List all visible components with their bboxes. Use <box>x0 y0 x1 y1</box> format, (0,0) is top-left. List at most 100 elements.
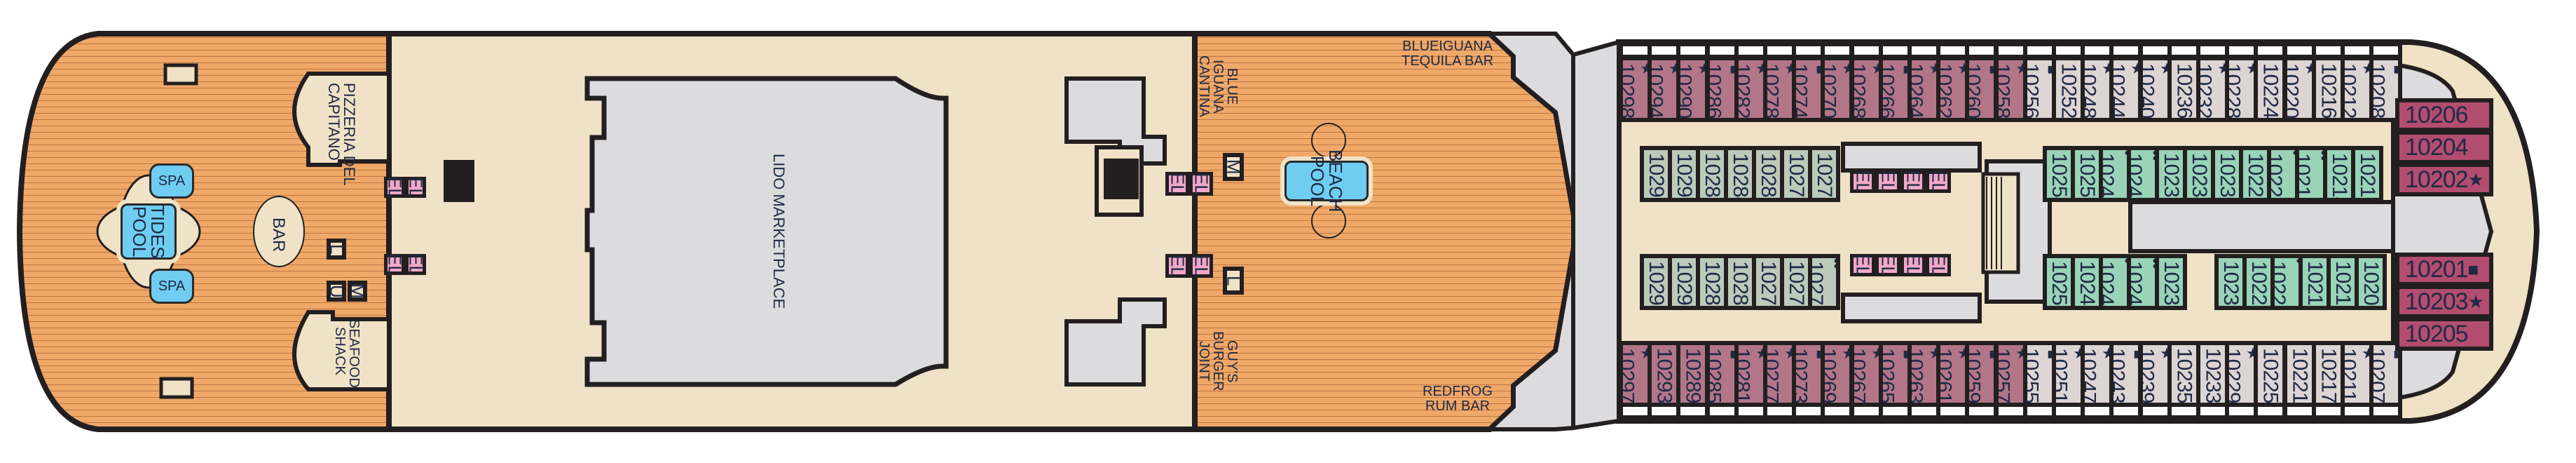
cabin-balcony <box>2081 403 2113 420</box>
cabin[interactable]: 10201■ <box>2395 253 2493 286</box>
cabin[interactable]: 10255■ <box>2023 341 2056 407</box>
cabin[interactable]: 10239★ <box>2139 341 2172 407</box>
cabin[interactable]: 10238 <box>2155 146 2187 202</box>
cabin[interactable]: 10224 <box>2254 56 2287 122</box>
cabin[interactable]: 10271•• <box>1808 254 1840 310</box>
bar-label: BAR <box>269 217 288 253</box>
cabin-balcony <box>2254 403 2287 420</box>
cabin[interactable]: 10227 <box>2242 254 2275 310</box>
cabin[interactable]: 10250 <box>2071 146 2103 202</box>
cabin[interactable]: 10210 <box>2351 146 2383 202</box>
cabin[interactable]: 10278★ <box>1763 56 1796 122</box>
cabin[interactable]: 10285■ <box>1706 341 1739 407</box>
cabin[interactable]: 10294★ <box>1647 56 1680 122</box>
cabin[interactable]: 10276 <box>1780 146 1812 202</box>
cabin[interactable]: 10273■ <box>1792 341 1825 407</box>
cabin[interactable]: 10204 <box>2395 130 2493 164</box>
cabin-number: 10286 <box>1706 63 1725 119</box>
cabin[interactable]: 10214 <box>2323 146 2355 202</box>
cabin[interactable]: 10206 <box>2395 98 2493 132</box>
cabin-accessibility-mark: ★ <box>2467 168 2484 190</box>
cabin[interactable]: 10205 <box>2395 317 2493 351</box>
cabin[interactable]: 10297★ <box>1619 341 1652 407</box>
cabin[interactable]: 10235 <box>2167 341 2200 407</box>
cabin[interactable]: 10202★ <box>2395 163 2493 196</box>
cabin[interactable]: 10282★ <box>1734 56 1767 122</box>
stairs-lido-forward <box>444 160 474 202</box>
cabin[interactable]: 10232★ <box>2196 56 2229 122</box>
cabin[interactable]: 10280 <box>1752 146 1784 202</box>
cabin[interactable]: 10240★ <box>2139 56 2172 122</box>
cabin[interactable]: 10298★ <box>1619 56 1652 122</box>
cabin-accessibility-mark: ★ <box>1754 345 1767 363</box>
cabin[interactable]: 10218•• <box>2295 146 2327 202</box>
cabin[interactable]: 10264★ <box>1907 56 1940 122</box>
cabin-number: 10201 <box>2405 255 2469 283</box>
cabin[interactable]: 10262★ <box>1936 56 1969 122</box>
cabin[interactable]: 10247★ <box>2081 341 2113 407</box>
cabin[interactable]: 10267★ <box>1850 341 1883 407</box>
cabin[interactable]: 10283 <box>1724 254 1756 310</box>
cabin[interactable]: 10258★ <box>1994 56 2027 122</box>
cabin-number: 10283 <box>1729 261 1752 310</box>
cabin[interactable]: 10207■ <box>2369 341 2402 407</box>
cabin[interactable]: 10281★ <box>1734 341 1767 407</box>
cabin[interactable]: 10216 <box>2312 56 2345 122</box>
cabin[interactable]: 10217 <box>2312 341 2345 407</box>
cabin[interactable]: 10259■ <box>1965 341 1998 407</box>
cabin[interactable]: 10274■ <box>1792 56 1825 122</box>
cabin[interactable]: 10272 <box>1808 146 1840 202</box>
cabin[interactable]: 10244★ <box>2109 56 2142 122</box>
cabin[interactable]: 10268★ <box>1850 56 1883 122</box>
cabin-number: 10205 <box>2405 320 2469 347</box>
cabin[interactable]: 10270★ <box>1821 56 1854 122</box>
cabin-number: 10261 <box>1936 348 1956 403</box>
cabin[interactable]: 10289 <box>1676 341 1709 407</box>
cabin[interactable]: 10236 <box>2167 56 2200 122</box>
cabin[interactable]: 10211★ <box>2341 341 2373 407</box>
cabin[interactable]: 10248★ <box>2081 56 2113 122</box>
cabin[interactable]: 10209 <box>2355 254 2387 310</box>
cabin[interactable]: 10251★ <box>2052 341 2085 407</box>
cabin[interactable]: 10220★ <box>2283 56 2316 122</box>
beach-pool: BEACH POOL <box>1284 149 1369 213</box>
cabin[interactable]: 10260■ <box>1965 56 1998 122</box>
cabin[interactable]: 10257★ <box>1994 341 2027 407</box>
cabin[interactable]: 10296 <box>1640 146 1672 202</box>
cabin[interactable]: 10233 <box>2196 341 2229 407</box>
cabin-balcony <box>2283 403 2316 420</box>
cabin[interactable]: 10221 <box>2283 341 2316 407</box>
cabin[interactable]: 10203★ <box>2395 285 2493 318</box>
cabin[interactable]: 10269★ <box>1821 341 1854 407</box>
cabin[interactable]: 10261★ <box>1936 341 1969 407</box>
cabin[interactable]: 10230 <box>2211 146 2243 202</box>
cabin[interactable]: 10286■ <box>1706 56 1739 122</box>
cabin[interactable]: 10256■ <box>2023 56 2056 122</box>
cabin-accessibility-mark: ★ <box>1667 60 1680 78</box>
cabin[interactable]: 10252 <box>2052 56 2085 122</box>
cabin[interactable]: 10234 <box>2183 146 2215 202</box>
cabin-accessibility-mark: •• <box>2315 150 2327 161</box>
cabin[interactable]: 10208■ <box>2369 56 2402 122</box>
cabin[interactable]: 10231 <box>2214 254 2247 310</box>
elevator: EL <box>1900 254 1926 276</box>
cabin[interactable]: 10229★ <box>2225 341 2258 407</box>
cabin[interactable]: 10292 <box>1668 146 1700 202</box>
cabin[interactable]: 10237 <box>2155 254 2187 310</box>
cabin[interactable]: 10212★ <box>2341 56 2373 122</box>
cabin[interactable]: 10228★ <box>2225 56 2258 122</box>
cabin-accessibility-mark: ★ <box>2245 60 2258 78</box>
cabin[interactable]: 10263★ <box>1907 341 1940 407</box>
cabin[interactable]: 10225 <box>2254 341 2287 407</box>
elevator: EL <box>1900 170 1926 193</box>
cabin[interactable]: 10293 <box>1647 341 1680 407</box>
cabin[interactable]: 10290★ <box>1676 56 1709 122</box>
cabin[interactable]: 10226 <box>2239 146 2271 202</box>
cabin[interactable]: 10254 <box>2043 146 2075 202</box>
cabin[interactable]: 10243■ <box>2109 341 2142 407</box>
cabin[interactable]: 10265■ <box>1879 341 1912 407</box>
cabin-number: 10263 <box>1907 348 1927 403</box>
cabin[interactable]: 10277★ <box>1763 341 1796 407</box>
cabin[interactable]: 10266■ <box>1879 56 1912 122</box>
cabin[interactable]: 10245• <box>2099 254 2131 310</box>
